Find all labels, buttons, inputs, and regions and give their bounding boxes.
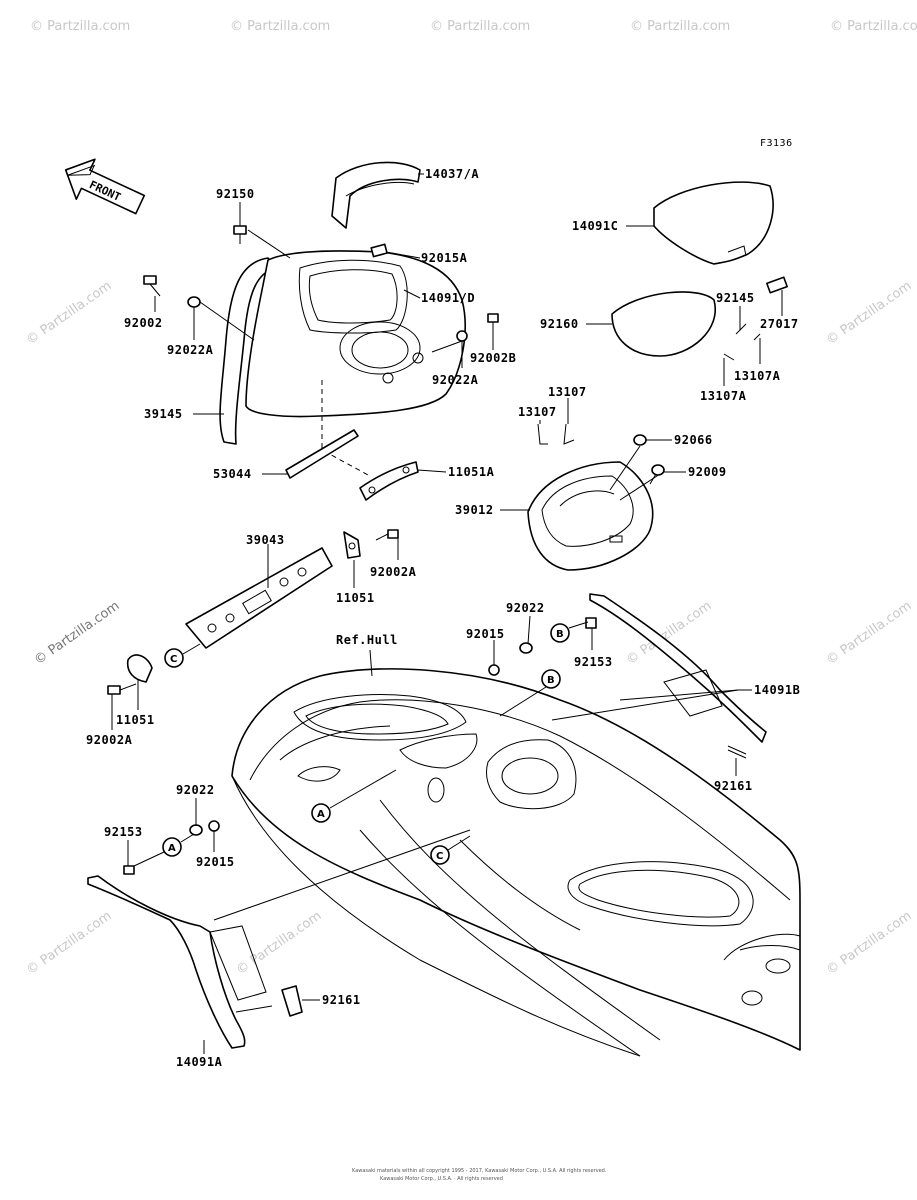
part-label: 27017 (760, 317, 799, 331)
part-label: 14091A (176, 1055, 223, 1069)
watermark-text: © Partzilla.com (824, 908, 915, 978)
part-label: 53044 (213, 467, 252, 481)
part-label: 92160 (540, 317, 579, 331)
part-label: 13107A (734, 369, 781, 383)
part-label: 14091C (572, 219, 618, 233)
panel-39043 (107, 529, 399, 695)
watermark-text: © Partzilla.com (230, 19, 330, 34)
side-panel-14091a (87, 875, 303, 1049)
svg-text:C: C (436, 851, 443, 862)
svg-text:B: B (556, 629, 564, 640)
callout-a: A (311, 769, 397, 823)
part-label: 92015 (196, 855, 235, 869)
part-label: 11051A (448, 465, 495, 479)
part-label: 92153 (104, 825, 143, 839)
part-labels: 14037/A 92150 92015A 14091/D 92002 92022… (86, 167, 800, 1069)
storage-group (527, 181, 788, 571)
reference-label: Ref.Hull (336, 633, 398, 647)
part-label: 13107A (700, 389, 747, 403)
watermark-text: © Partzilla.com (24, 278, 115, 348)
watermark-text: © Partzilla.com (24, 908, 115, 978)
part-label: 14037/A (425, 167, 479, 181)
part-label: 92015A (421, 251, 468, 265)
part-label: 92009 (688, 465, 727, 479)
side-panel-14091b (589, 593, 767, 759)
part-label: 92022A (432, 373, 479, 387)
svg-text:A: A (317, 809, 325, 820)
callout-a-lower: A (133, 833, 195, 867)
part-label: 92002B (470, 351, 516, 365)
figure-code: F3136 (760, 138, 793, 149)
watermark-text: © Partzilla.com (630, 19, 730, 34)
part-label: 92002 (124, 316, 163, 330)
leader-lines (111, 173, 783, 1054)
svg-text:A: A (168, 843, 176, 854)
watermark-text: © Partzilla.com (234, 908, 325, 978)
part-label: 92022 (506, 601, 545, 615)
part-label: 13107 (548, 385, 587, 399)
footer-copyright: Kawasaki materials within all copyright … (352, 1168, 607, 1174)
svg-text:C: C (170, 654, 177, 665)
watermark-text: © Partzilla.com (30, 19, 130, 34)
watermark-text: © Partzilla.com (624, 598, 715, 668)
part-label: 92145 (716, 291, 755, 305)
part-label: 11051 (116, 713, 155, 727)
callout-b: B (499, 669, 561, 717)
footer-copyright-2: Kawasaki Motor Corp., U.S.A. · All right… (380, 1176, 503, 1182)
watermark-text: © Partzilla.com (824, 598, 915, 668)
watermark-text: © Partzilla.com (830, 19, 917, 34)
part-label: 92002A (86, 733, 133, 747)
screw-icon (233, 225, 247, 244)
part-label: 14091B (754, 683, 800, 697)
part-label: 92022 (176, 783, 215, 797)
part-label: 14091/D (421, 291, 475, 305)
bolt-icon (143, 275, 161, 297)
callout-c: C (430, 835, 471, 865)
part-label: 11051 (336, 591, 375, 605)
watermark-text: © Partzilla.com (32, 598, 123, 668)
watermark-text: © Partzilla.com (430, 19, 530, 34)
hull-outline (231, 668, 801, 1057)
watermark-text: © Partzilla.com (824, 278, 915, 348)
part-label: 39145 (144, 407, 183, 421)
part-label: 92161 (322, 993, 361, 1007)
part-label: 92022A (167, 343, 214, 357)
part-label: 39012 (455, 503, 494, 517)
part-label: 92161 (714, 779, 753, 793)
cover-14091d (143, 161, 499, 501)
front-arrow-icon: FRONT (64, 158, 146, 215)
part-label: 92002A (370, 565, 417, 579)
part-label: 92015 (466, 627, 505, 641)
part-label: 92153 (574, 655, 613, 669)
part-label: 92150 (216, 187, 255, 201)
svg-text:B: B (547, 675, 555, 686)
callout-b-upper: B (550, 621, 589, 643)
part-label: 92066 (674, 433, 713, 447)
part-label: 13107 (518, 405, 557, 419)
part-label: 39043 (246, 533, 285, 547)
callout-c-upper: C (164, 643, 201, 668)
